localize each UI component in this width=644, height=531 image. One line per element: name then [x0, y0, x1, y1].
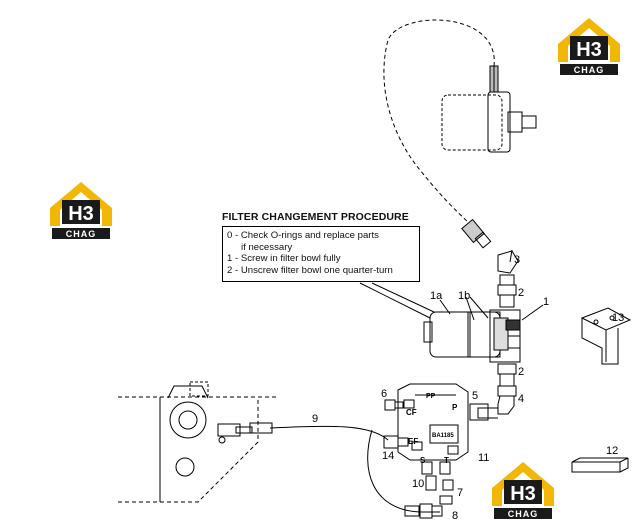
- callout-1a: 1a: [430, 290, 443, 302]
- label-cf: CF: [406, 408, 417, 417]
- upper-pump: [441, 65, 537, 153]
- callout-11: 11: [478, 452, 490, 464]
- svg-text:H3: H3: [576, 39, 602, 61]
- bar-12: [571, 457, 629, 473]
- label-ef: EF: [408, 437, 418, 446]
- svg-text:CHAG: CHAG: [574, 65, 605, 75]
- callout-7: 7: [457, 487, 464, 499]
- fitting-stack: [497, 274, 517, 415]
- callout-1b: 1b: [458, 290, 471, 302]
- procedure-title: FILTER CHANGEMENT PROCEDURE: [222, 211, 409, 223]
- brand-logo-left: H3 CHAG: [44, 178, 118, 240]
- callout-2-upper: 2: [518, 287, 525, 299]
- callout-3: 3: [514, 254, 521, 266]
- callout-13: 13: [612, 312, 625, 324]
- valve-block: [397, 383, 469, 475]
- callout-1: 1: [543, 296, 550, 308]
- svg-text:H3: H3: [510, 483, 536, 505]
- callout-12: 12: [606, 445, 619, 457]
- dashed-hose: [383, 19, 495, 223]
- procedure-step: 0 - Check O-rings and replace parts: [227, 230, 379, 241]
- fitting-3: [461, 218, 519, 274]
- hose-9: [269, 425, 389, 441]
- label-t: T: [444, 456, 449, 465]
- procedure-box: 0 - Check O-rings and replace parts if n…: [222, 226, 420, 282]
- procedure-step: 2 - Unscrew filter bowl one quarter-turn: [227, 264, 393, 276]
- callout-14: 14: [382, 450, 395, 462]
- svg-text:H3: H3: [68, 203, 94, 225]
- brand-logo-bottom: H3 CHAG: [486, 458, 560, 520]
- label-tag: BA1185: [432, 433, 454, 439]
- callout-8: 8: [452, 510, 459, 522]
- engine-outline: [118, 381, 278, 503]
- bracket-13: [580, 307, 632, 365]
- brand-logo-top: H3 CHAG: [552, 14, 626, 76]
- callout-5: 5: [472, 390, 479, 402]
- procedure-step: if necessary: [241, 241, 293, 253]
- procedure-step: 1 - Screw in filter bowl fully: [227, 253, 341, 265]
- label-p: P: [452, 403, 458, 412]
- label-pp: PP: [426, 393, 436, 400]
- callout-9: 9: [312, 413, 319, 425]
- filter-assembly: [423, 309, 521, 363]
- callout-10: 10: [412, 478, 425, 490]
- callout-6: 6: [381, 388, 388, 400]
- svg-text:CHAG: CHAG: [66, 229, 97, 239]
- callout-4: 4: [518, 393, 525, 405]
- callout-2-lower: 2: [518, 366, 525, 378]
- label-s: S: [420, 456, 426, 465]
- svg-text:CHAG: CHAG: [508, 509, 539, 519]
